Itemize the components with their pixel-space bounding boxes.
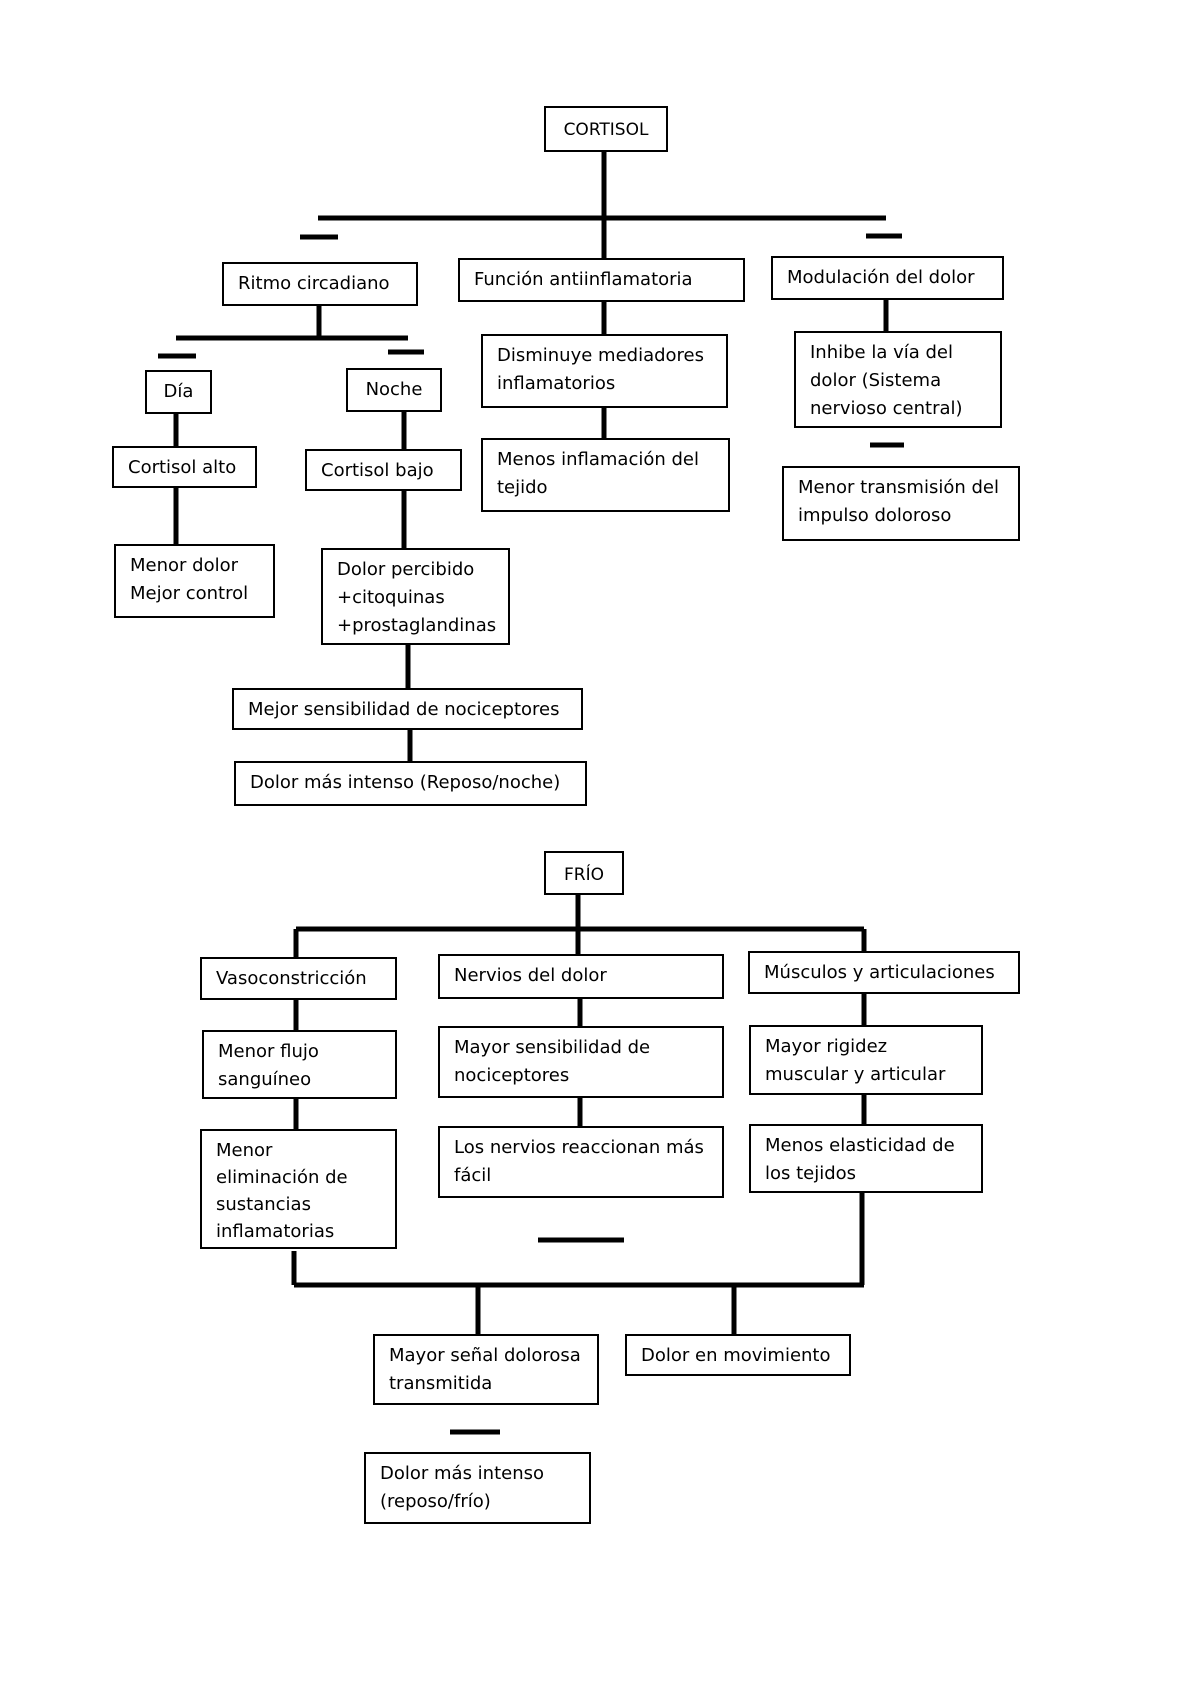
cortisol-root-node: CORTISOL xyxy=(544,106,668,152)
funcion-antiinflamatoria-node: Función antiinflamatoria xyxy=(458,258,745,302)
dia-node: Día xyxy=(145,370,212,414)
menor-transmision-node: Menor transmisión del impulso doloroso xyxy=(782,466,1020,541)
nervios-dolor-node: Nervios del dolor xyxy=(438,954,724,999)
menor-dolor-node: Menor dolor Mejor control xyxy=(114,544,275,618)
musculos-articulaciones-node: Músculos y articulaciones xyxy=(748,951,1020,994)
menos-elasticidad-node: Menos elasticidad de los tejidos xyxy=(749,1124,983,1193)
ritmo-circadiano-node: Ritmo circadiano xyxy=(222,262,418,306)
modulacion-dolor-node: Modulación del dolor xyxy=(771,256,1004,300)
frio-root-node: FRÍO xyxy=(544,851,624,895)
mayor-senal-node: Mayor señal dolorosa transmitida xyxy=(373,1334,599,1405)
vasoconstriccion-node: Vasoconstricción xyxy=(200,957,397,1000)
mejor-sensibilidad-node: Mejor sensibilidad de nociceptores xyxy=(232,688,583,730)
noche-node: Noche xyxy=(346,368,442,412)
inhibe-via-node: Inhibe la vía del dolor (Sistema nervios… xyxy=(794,331,1002,428)
nervios-reaccionan-node: Los nervios reaccionan más fácil xyxy=(438,1126,724,1198)
dolor-intenso-noche-node: Dolor más intenso (Reposo/noche) xyxy=(234,761,587,806)
mayor-rigidez-node: Mayor rigidez muscular y articular xyxy=(749,1025,983,1095)
cortisol-bajo-node: Cortisol bajo xyxy=(305,449,462,491)
menos-inflamacion-node: Menos inflamación del tejido xyxy=(481,438,730,512)
menor-flujo-node: Menor flujo sanguíneo xyxy=(202,1030,397,1099)
dolor-movimiento-node: Dolor en movimiento xyxy=(625,1334,851,1376)
dolor-intenso-frio-node: Dolor más intenso (reposo/frío) xyxy=(364,1452,591,1524)
menor-eliminacion-node: Menor eliminación de sustancias inflamat… xyxy=(200,1129,397,1249)
dolor-percibido-node: Dolor percibido +citoquinas +prostagland… xyxy=(321,548,510,645)
disminuye-mediadores-node: Disminuye mediadores inflamatorios xyxy=(481,334,728,408)
cortisol-alto-node: Cortisol alto xyxy=(112,446,257,488)
mayor-sensibilidad-node: Mayor sensibilidad de nociceptores xyxy=(438,1026,724,1098)
